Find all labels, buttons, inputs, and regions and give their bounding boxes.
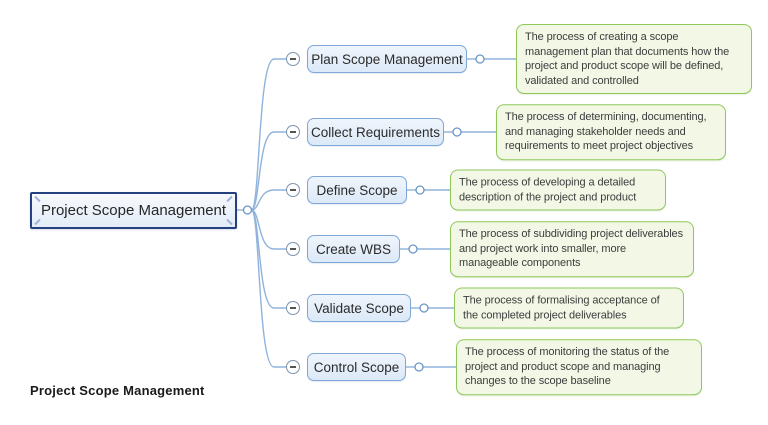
subtopic-create-wbs[interactable]: Create WBS xyxy=(307,235,400,263)
collapse-toggle-create-wbs[interactable] xyxy=(286,242,300,256)
collapse-toggle-define-scope[interactable] xyxy=(286,183,300,197)
minus-icon xyxy=(289,307,297,309)
note-collect-requirements[interactable]: The process of determining, documenting,… xyxy=(496,104,726,160)
minus-icon xyxy=(289,248,297,250)
connector-dot xyxy=(414,362,424,372)
note-plan-scope-management[interactable]: The process of creating a scope manageme… xyxy=(516,23,752,95)
connector-branch-6 xyxy=(250,209,286,368)
note-create-wbs[interactable]: The process of subdividing project deliv… xyxy=(450,221,694,277)
main-topic-label: Project Scope Management xyxy=(40,202,227,219)
note-validate-scope[interactable]: The process of formalising acceptance of… xyxy=(454,287,684,329)
collapse-toggle-collect-requirements[interactable] xyxy=(286,125,300,139)
note-control-scope[interactable]: The process of monitoring the status of … xyxy=(456,339,702,395)
minus-icon xyxy=(289,189,297,191)
connector-dot xyxy=(415,185,425,195)
connector-branch-2 xyxy=(250,131,286,211)
hub-connector-dot xyxy=(242,205,253,215)
subtopic-define-scope[interactable]: Define Scope xyxy=(307,176,407,204)
connector-branch-5 xyxy=(250,209,286,309)
selection-handle xyxy=(34,218,41,226)
sheet-title-label: Project Scope Management xyxy=(30,383,205,398)
connector-dot xyxy=(408,244,418,254)
collapse-toggle-validate-scope[interactable] xyxy=(286,301,300,315)
subtopic-collect-requirements[interactable]: Collect Requirements xyxy=(307,118,444,146)
connector-dot xyxy=(452,127,462,137)
selection-handle xyxy=(226,218,233,226)
minus-icon xyxy=(289,58,297,60)
connector-dot xyxy=(419,303,429,313)
selection-handle xyxy=(34,195,41,203)
selection-handle xyxy=(226,195,233,203)
collapse-toggle-plan-scope-management[interactable] xyxy=(286,52,300,66)
subtopic-control-scope[interactable]: Control Scope xyxy=(307,353,406,381)
collapse-toggle-control-scope[interactable] xyxy=(286,360,300,374)
subtopic-validate-scope[interactable]: Validate Scope xyxy=(307,294,411,322)
connector-branch-3 xyxy=(251,189,286,211)
minus-icon xyxy=(289,366,297,368)
connector-dot xyxy=(475,54,485,64)
note-define-scope[interactable]: The process of developing a detailed des… xyxy=(450,169,666,211)
minus-icon xyxy=(289,131,297,133)
main-topic-project-scope-management[interactable]: Project Scope Management xyxy=(30,192,237,229)
subtopic-plan-scope-management[interactable]: Plan Scope Management xyxy=(307,45,467,73)
connector-branch-1 xyxy=(250,58,286,211)
